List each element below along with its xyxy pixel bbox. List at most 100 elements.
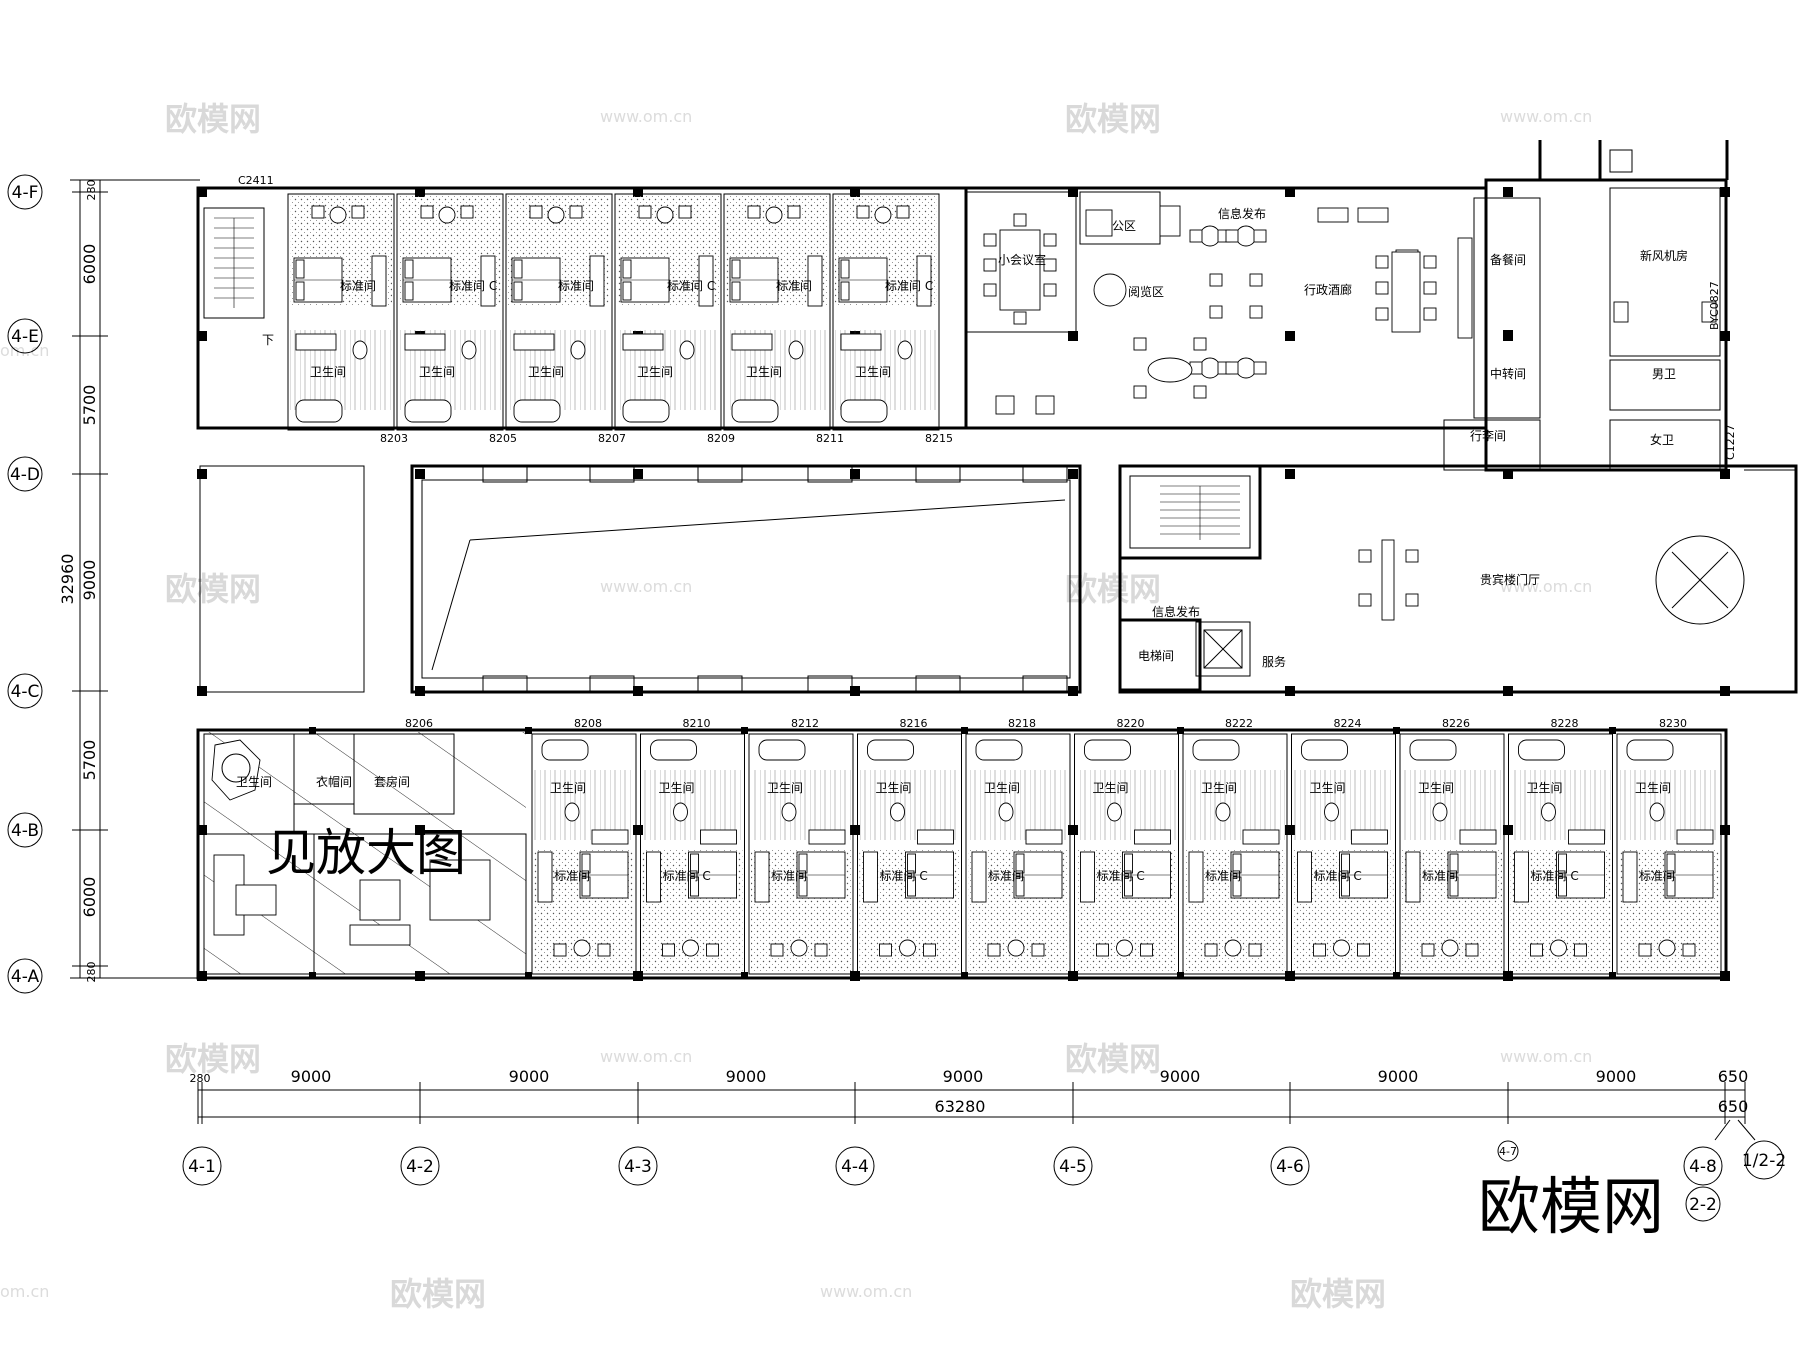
bathtub xyxy=(758,739,806,761)
structural-column xyxy=(1503,187,1513,197)
toilet xyxy=(897,340,913,360)
chair xyxy=(1193,385,1207,399)
watermark-site: www.om.cn xyxy=(600,1047,692,1066)
chair xyxy=(1574,943,1587,957)
atrium-pier xyxy=(589,675,635,693)
chair xyxy=(1193,337,1207,351)
svg-text:4-D: 4-D xyxy=(10,465,40,485)
bath-floor-pattern xyxy=(968,770,1068,840)
vanity xyxy=(840,333,882,351)
wardrobe xyxy=(537,851,553,903)
wardrobe xyxy=(971,851,987,903)
room-label-standard: 标准间 xyxy=(1639,869,1675,883)
structural-column xyxy=(415,187,425,197)
bathtub xyxy=(650,739,697,761)
room-label-standard: 标准间 xyxy=(776,279,812,293)
room-label-closet: 衣帽间 xyxy=(316,774,352,789)
vanity xyxy=(1459,829,1497,845)
side-table xyxy=(1441,939,1459,957)
watermark-site: www.om.cn xyxy=(1500,1047,1592,1066)
wardrobe xyxy=(646,851,661,903)
chair xyxy=(1249,305,1263,319)
structural-column xyxy=(1720,971,1730,981)
round-sofa xyxy=(1093,273,1127,307)
chair xyxy=(706,943,719,957)
pillow xyxy=(1449,853,1459,874)
dim-left-4: 5700 xyxy=(80,740,99,781)
wardrobe xyxy=(698,255,714,307)
room-label-suite: 套房间 xyxy=(374,774,410,789)
svg-text:4-3: 4-3 xyxy=(624,1157,652,1177)
chair xyxy=(1133,337,1147,351)
chair xyxy=(460,205,474,219)
structural-column xyxy=(850,971,860,981)
toilet xyxy=(564,802,580,822)
room-label-standard: 标准间 C xyxy=(449,279,497,293)
watermark-brand: 欧模网 xyxy=(165,1040,261,1078)
vanity xyxy=(731,333,773,351)
chair xyxy=(1405,593,1419,607)
side-table xyxy=(1007,939,1025,957)
room-label-standard: 标准间 C xyxy=(885,279,933,293)
bathtub xyxy=(541,739,589,761)
structural-column xyxy=(1068,971,1078,981)
room-label-service: 服务 xyxy=(1262,654,1286,669)
toilet xyxy=(1432,802,1448,822)
wardrobe xyxy=(480,255,496,307)
chair xyxy=(1421,943,1435,957)
dim-left-5: 6000 xyxy=(80,877,99,918)
structural-column xyxy=(1720,187,1730,197)
room-number: 8215 xyxy=(925,432,953,445)
axis-bubble: 4-F xyxy=(7,174,43,210)
room-label-bath: 卫生间 xyxy=(767,781,803,795)
room-label-bath: 卫生间 xyxy=(1093,781,1129,795)
pillow xyxy=(840,281,850,301)
dim-left-0: 280 xyxy=(85,180,98,201)
chair xyxy=(569,205,583,219)
structural-column xyxy=(1720,825,1730,835)
guest-room xyxy=(1399,733,1505,975)
axis-bubble: 4-1 xyxy=(182,1146,222,1186)
dim-bottom-0: 280 xyxy=(190,1072,211,1085)
room-label-standard: 标准间 xyxy=(340,279,376,293)
pillow xyxy=(1341,876,1350,897)
chair xyxy=(1530,943,1543,957)
room-label-meeting: 小会议室 xyxy=(998,252,1046,267)
window-tag: C2411 xyxy=(238,174,274,187)
chair xyxy=(1253,229,1267,243)
vanity xyxy=(700,829,737,845)
wardrobe xyxy=(1622,851,1638,903)
pillow xyxy=(907,853,916,874)
bathtub xyxy=(867,739,914,761)
pillow xyxy=(907,876,916,897)
chair xyxy=(678,205,692,219)
side-table xyxy=(1224,939,1242,957)
vanity xyxy=(1242,829,1280,845)
pillow xyxy=(1558,876,1567,897)
svg-text:4-6: 4-6 xyxy=(1276,1157,1304,1177)
suite-area: 卫生间 衣帽间 套房间 见放大图 8206 xyxy=(203,717,527,975)
vanity xyxy=(295,333,337,351)
structural-column xyxy=(1285,187,1295,197)
watermark-brand: 欧模网 xyxy=(390,1275,486,1313)
room-label-bath: 卫生间 xyxy=(984,781,1020,795)
chair xyxy=(529,205,543,219)
svg-text:4-7: 4-7 xyxy=(1499,1145,1517,1158)
chair xyxy=(1682,943,1696,957)
room-label-standard: 标准间 xyxy=(1422,869,1458,883)
guest-room xyxy=(614,193,722,431)
bathtub xyxy=(1518,739,1565,761)
vanity xyxy=(808,829,846,845)
room-label-standard: 标准间 C xyxy=(1097,869,1145,883)
vanity xyxy=(591,829,629,845)
dim-bottom-2: 9000 xyxy=(509,1067,550,1086)
axis-bubble: 4-5 xyxy=(1053,1146,1093,1186)
svg-text:4-2: 4-2 xyxy=(406,1157,434,1177)
room-label-vip-lobby: 贵宾楼门厅 xyxy=(1480,572,1540,587)
chair xyxy=(1423,307,1437,321)
structural-column xyxy=(1285,469,1295,479)
structural-column xyxy=(1285,971,1295,981)
chair xyxy=(1638,943,1652,957)
room-number: 8208 xyxy=(574,717,602,730)
pillow xyxy=(581,876,591,897)
